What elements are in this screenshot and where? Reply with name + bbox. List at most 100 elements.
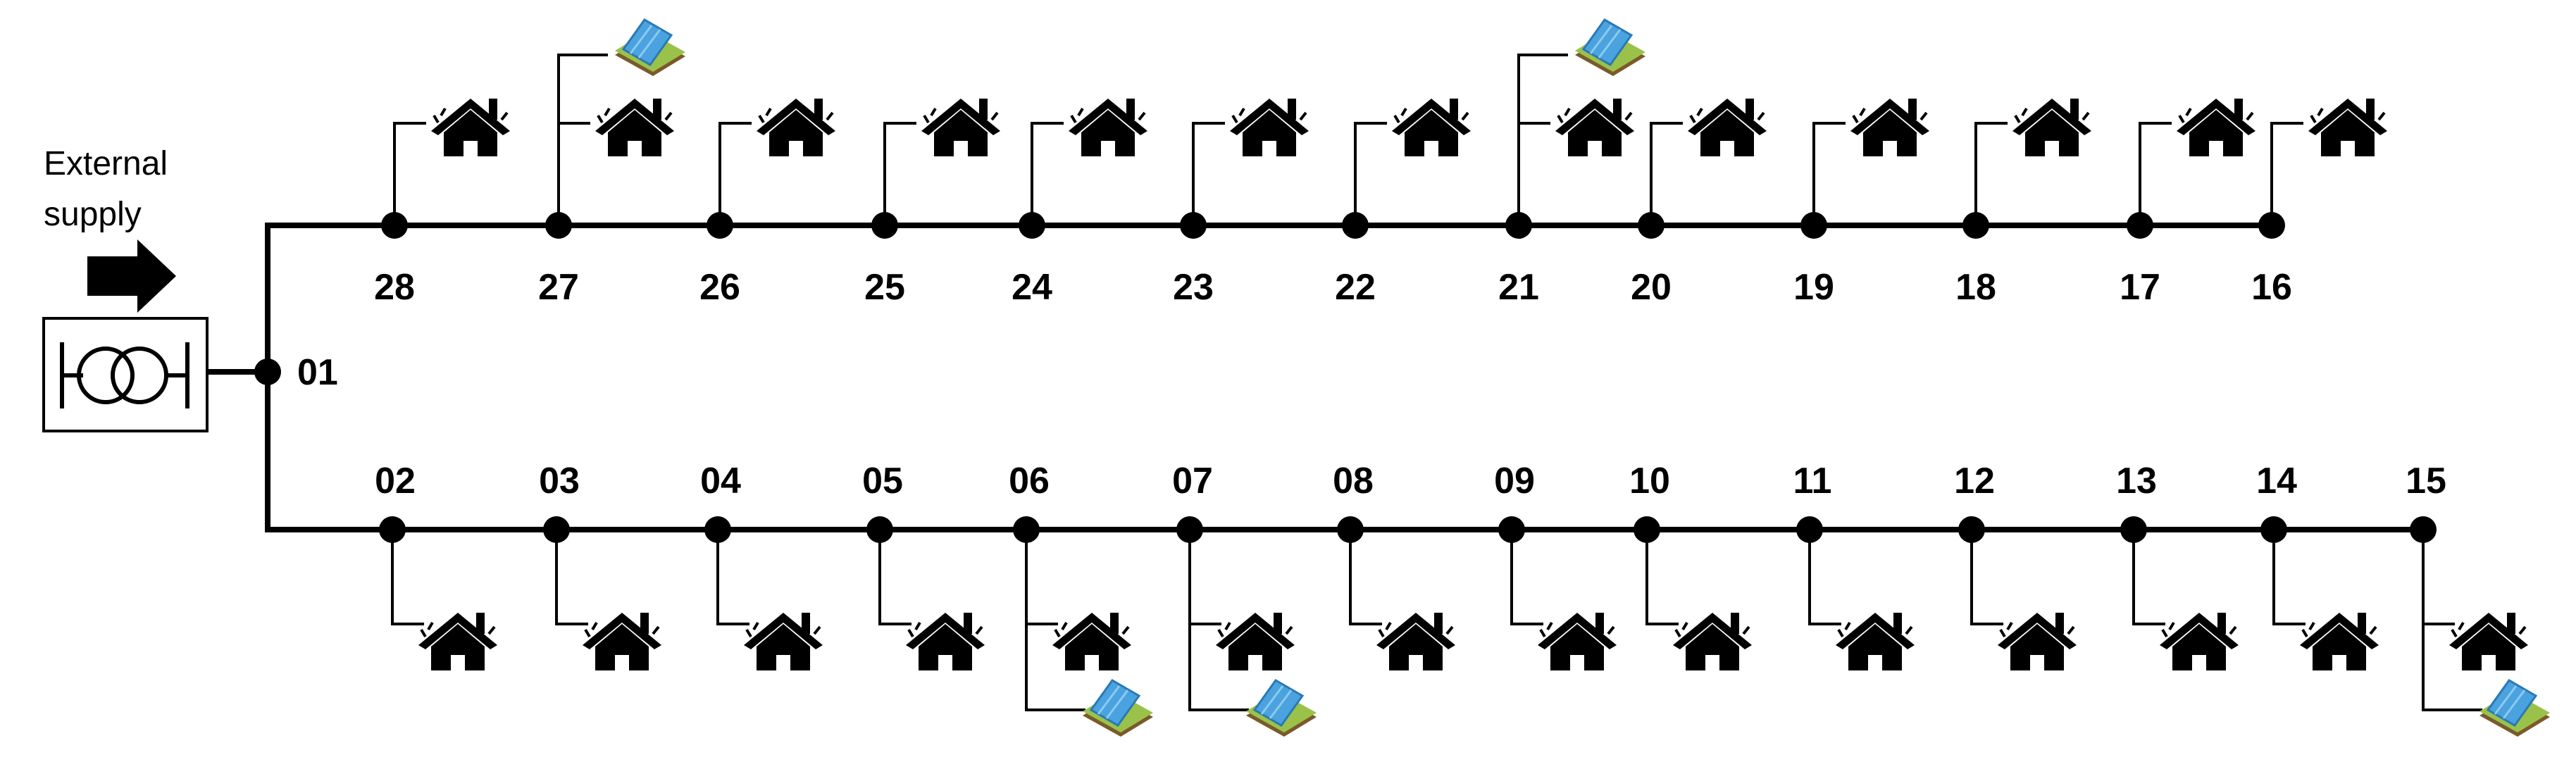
node-18-dot [1962, 212, 1989, 239]
external-supply-group: External supply [42, 145, 209, 432]
loads [417, 18, 2551, 738]
house-icon [920, 97, 1002, 158]
node-19-label: 19 [1793, 267, 1834, 308]
node-13-dot [2120, 516, 2147, 543]
house-icon [2011, 97, 2093, 158]
house-icon [594, 97, 676, 158]
node-05-dot [866, 516, 893, 543]
external-supply-label-line1: External [44, 145, 168, 182]
node-04-house-branch [716, 530, 749, 625]
node-15-label: 15 [2406, 461, 2446, 501]
node-03-dot [543, 516, 570, 543]
solar-panel-icon [614, 18, 687, 77]
node-27-pv-branch [557, 54, 608, 123]
node-02-house-branch [391, 530, 424, 625]
node-15-dot [2410, 516, 2437, 543]
node-21-pv-branch [1517, 54, 1568, 123]
house-icon [430, 97, 511, 158]
node-06-house-branch [1025, 530, 1058, 625]
house-icon [1686, 97, 1768, 158]
house-icon [1051, 611, 1133, 672]
node-16-dot [2258, 212, 2285, 239]
house-icon [1996, 611, 2078, 672]
node-18-label: 18 [1955, 267, 1996, 308]
node-22-house-branch [1354, 122, 1387, 225]
solar-panel-icon [1245, 679, 1318, 738]
node-23-dot [1180, 212, 1207, 239]
solar-panel-icon [1081, 679, 1155, 738]
node-20-label: 20 [1631, 267, 1672, 308]
node-09-dot [1498, 516, 1525, 543]
node-07-label: 07 [1172, 461, 1213, 501]
node-25-dot [871, 212, 898, 239]
node-26-label: 26 [699, 267, 740, 308]
house-icon [1536, 611, 1618, 672]
node-13-house-branch [2132, 530, 2165, 625]
house-icon [2448, 611, 2530, 672]
node-12-dot [1958, 516, 1985, 543]
node-17-house-branch [2139, 122, 2172, 225]
node-10-house-branch [1645, 530, 1679, 625]
node-17-dot [2127, 212, 2153, 239]
node-27-dot [545, 212, 572, 239]
node-16-house-branch [2270, 122, 2303, 225]
node-01-dot [254, 358, 281, 385]
node-11-label: 11 [1793, 461, 1832, 501]
node-10-label: 10 [1629, 461, 1670, 501]
node-19-house-branch [1812, 122, 1846, 225]
transformer-icon [42, 317, 209, 432]
node-02-label: 02 [375, 461, 416, 501]
node-11-dot [1796, 516, 1823, 543]
house-icon [2298, 611, 2380, 672]
house-icon [581, 611, 663, 672]
node-09-house-branch [1510, 530, 1543, 625]
node-05-house-branch [878, 530, 911, 625]
node-12-house-branch [1970, 530, 2003, 625]
node-14-dot [2260, 516, 2287, 543]
house-icon [2307, 97, 2389, 158]
house-icon [1067, 97, 1149, 158]
node-21-dot [1505, 212, 1532, 239]
node-28-label: 28 [374, 267, 415, 308]
node-12-label: 12 [1954, 461, 1995, 501]
node-15-house-branch [2422, 530, 2455, 625]
node-27-house-branch [557, 122, 590, 225]
house-icon [755, 97, 837, 158]
node-26-dot [707, 212, 733, 239]
node-20-house-branch [1650, 122, 1683, 225]
node-14-label: 14 [2256, 461, 2297, 501]
node-28-dot [381, 212, 408, 239]
node-13-label: 13 [2116, 461, 2157, 501]
node-14-house-branch [2272, 530, 2306, 625]
node-26-house-branch [718, 122, 752, 225]
node-21-label: 21 [1498, 267, 1539, 308]
house-icon [1214, 611, 1296, 672]
node-24-label: 24 [1012, 267, 1052, 308]
node-25-label: 25 [864, 267, 905, 308]
node-24-dot [1019, 212, 1045, 239]
house-icon [1672, 611, 1753, 672]
right-arrow-icon [87, 239, 176, 313]
house-icon [1849, 97, 1931, 158]
node-04-dot [704, 516, 731, 543]
node-15-pv-branch [2422, 624, 2482, 711]
house-icon [1228, 97, 1310, 158]
house-icon [742, 611, 824, 672]
node-23-label: 23 [1173, 267, 1214, 308]
node-25-house-branch [883, 122, 916, 225]
house-icon [1390, 97, 1472, 158]
node-24-house-branch [1031, 122, 1064, 225]
node-20-dot [1638, 212, 1665, 239]
node-04-label: 04 [700, 461, 741, 501]
node-28-house-branch [393, 122, 426, 225]
node-09-label: 09 [1494, 461, 1535, 501]
node-22-dot [1342, 212, 1369, 239]
node-07-house-branch [1188, 530, 1221, 625]
house-icon [417, 611, 499, 672]
node-21-house-branch [1517, 122, 1550, 225]
node-22-label: 22 [1335, 267, 1376, 308]
node-03-label: 03 [539, 461, 580, 501]
node-16-label: 16 [2251, 267, 2292, 308]
house-icon [1834, 611, 1916, 672]
